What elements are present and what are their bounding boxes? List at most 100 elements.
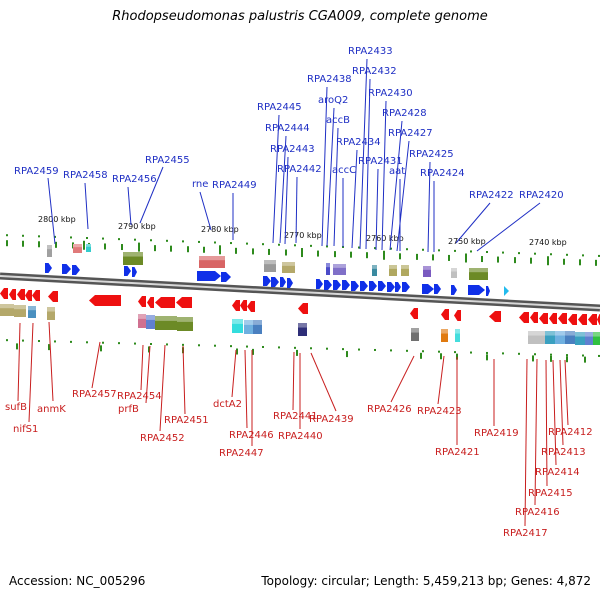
forward-gene-label: RPA2433 <box>348 46 393 57</box>
forward-gene-label: RPA2459 <box>14 166 59 177</box>
feature-block <box>138 314 146 328</box>
reverse-gene-arrow <box>232 300 240 311</box>
feature-block <box>264 260 276 272</box>
reverse-gene-arrow <box>32 290 40 301</box>
grid-dot <box>582 254 584 257</box>
feature-block <box>401 265 409 276</box>
grid-dot <box>70 340 72 343</box>
forward-gene-arrow <box>287 278 293 288</box>
feature-block-shine <box>138 314 146 319</box>
reverse-gene-label: anmK <box>37 404 66 415</box>
grid-dot <box>390 349 392 352</box>
feature-block <box>14 305 26 317</box>
feature-block <box>0 304 14 316</box>
grid-dot <box>422 350 424 353</box>
grid-dot <box>550 353 552 356</box>
reverse-leader-line <box>28 322 34 423</box>
feature-block-shine <box>73 244 82 248</box>
grid-dot <box>422 248 424 251</box>
forward-leader-line <box>375 168 379 251</box>
feature-block <box>372 265 377 276</box>
forward-gene-arrow <box>378 281 386 291</box>
forward-gene-arrow <box>263 276 271 286</box>
grid-dot <box>534 252 536 255</box>
forward-gene-arrow <box>486 286 490 296</box>
reverse-gene-label: RPA2439 <box>309 414 354 425</box>
forward-gene-label: RPA2458 <box>63 170 108 181</box>
scale-tick <box>252 348 254 355</box>
reverse-gene-label: RPA2451 <box>164 415 209 426</box>
reverse-gene-label: RPA2419 <box>474 428 519 439</box>
feature-block <box>123 252 143 265</box>
scale-tick <box>481 256 483 263</box>
grid-dot <box>118 238 120 241</box>
accession-label: Accession: NC_005296 <box>9 574 146 588</box>
forward-leader-line <box>333 127 339 247</box>
forward-leader-line <box>326 107 335 247</box>
forward-leader-line <box>321 86 328 247</box>
forward-gene-arrow <box>504 286 509 296</box>
feature-block <box>253 320 262 334</box>
grid-dot <box>230 345 232 348</box>
grid-dot <box>150 343 152 345</box>
feature-block-shine <box>372 265 377 269</box>
grid-dot <box>406 349 408 352</box>
reverse-gene-arrow <box>298 303 308 314</box>
scale-label: 2790 kbp <box>118 222 156 231</box>
grid-dot <box>374 348 376 351</box>
forward-gene-label: RPA2438 <box>307 74 352 85</box>
scale-tick <box>236 348 238 355</box>
reverse-gene-label: RPA2423 <box>417 406 462 417</box>
reverse-gene-arrow <box>89 295 121 306</box>
grid-dot <box>102 237 104 240</box>
feature-block-shine <box>401 265 409 269</box>
scale-major-tick <box>383 250 385 260</box>
grid-dot <box>166 239 168 242</box>
forward-gene-arrow <box>351 281 359 291</box>
feature-block-shine <box>469 268 488 273</box>
scale-tick <box>399 253 401 260</box>
grid-dot <box>326 245 328 248</box>
reverse-gene-label: RPA2417 <box>503 528 548 539</box>
grid-dot <box>198 240 200 243</box>
forward-gene-arrow <box>316 279 323 289</box>
reverse-gene-arrow <box>597 314 600 325</box>
reverse-gene-arrow <box>454 310 461 321</box>
grid-dot <box>518 252 520 255</box>
reverse-gene-label: nifS1 <box>13 424 38 435</box>
feature-block-shine <box>199 256 225 261</box>
reverse-gene-label: RPA2421 <box>435 447 480 458</box>
forward-leader-line <box>351 149 358 249</box>
feature-block-shine <box>455 329 460 334</box>
grid-dot <box>214 344 216 347</box>
forward-gene-arrow <box>434 284 441 294</box>
forward-gene-arrow <box>387 282 395 292</box>
scale-tick <box>203 246 205 253</box>
forward-gene-label: RPA2422 <box>469 190 514 201</box>
forward-gene-label: accC <box>332 165 356 176</box>
reverse-gene-arrow <box>247 301 255 312</box>
forward-gene-label: RPA2431 <box>358 156 403 167</box>
grid-dot <box>134 238 136 241</box>
feature-block-shine <box>326 263 330 268</box>
forward-gene-label: RPA2445 <box>257 102 302 113</box>
grid-dot <box>166 343 168 346</box>
feature-block-shine <box>47 307 55 312</box>
forward-gene-arrow <box>333 280 341 290</box>
reverse-gene-arrow <box>489 311 501 322</box>
reverse-gene-arrow <box>9 289 16 300</box>
forward-gene-arrow <box>132 267 137 277</box>
grid-dot <box>454 249 456 252</box>
forward-gene-label: rne <box>192 179 208 190</box>
forward-leader-line <box>389 120 403 251</box>
feature-block <box>177 317 193 331</box>
scale-tick <box>48 344 50 351</box>
feature-block <box>86 244 91 252</box>
grid-dot <box>566 354 568 357</box>
reverse-gene-label: RPA2446 <box>229 430 274 441</box>
forward-gene-arrow <box>402 282 410 292</box>
forward-gene-label: aat <box>389 166 405 177</box>
grid-dot <box>598 354 600 357</box>
reverse-gene-arrow <box>48 291 58 302</box>
reverse-leader-line <box>91 341 101 389</box>
